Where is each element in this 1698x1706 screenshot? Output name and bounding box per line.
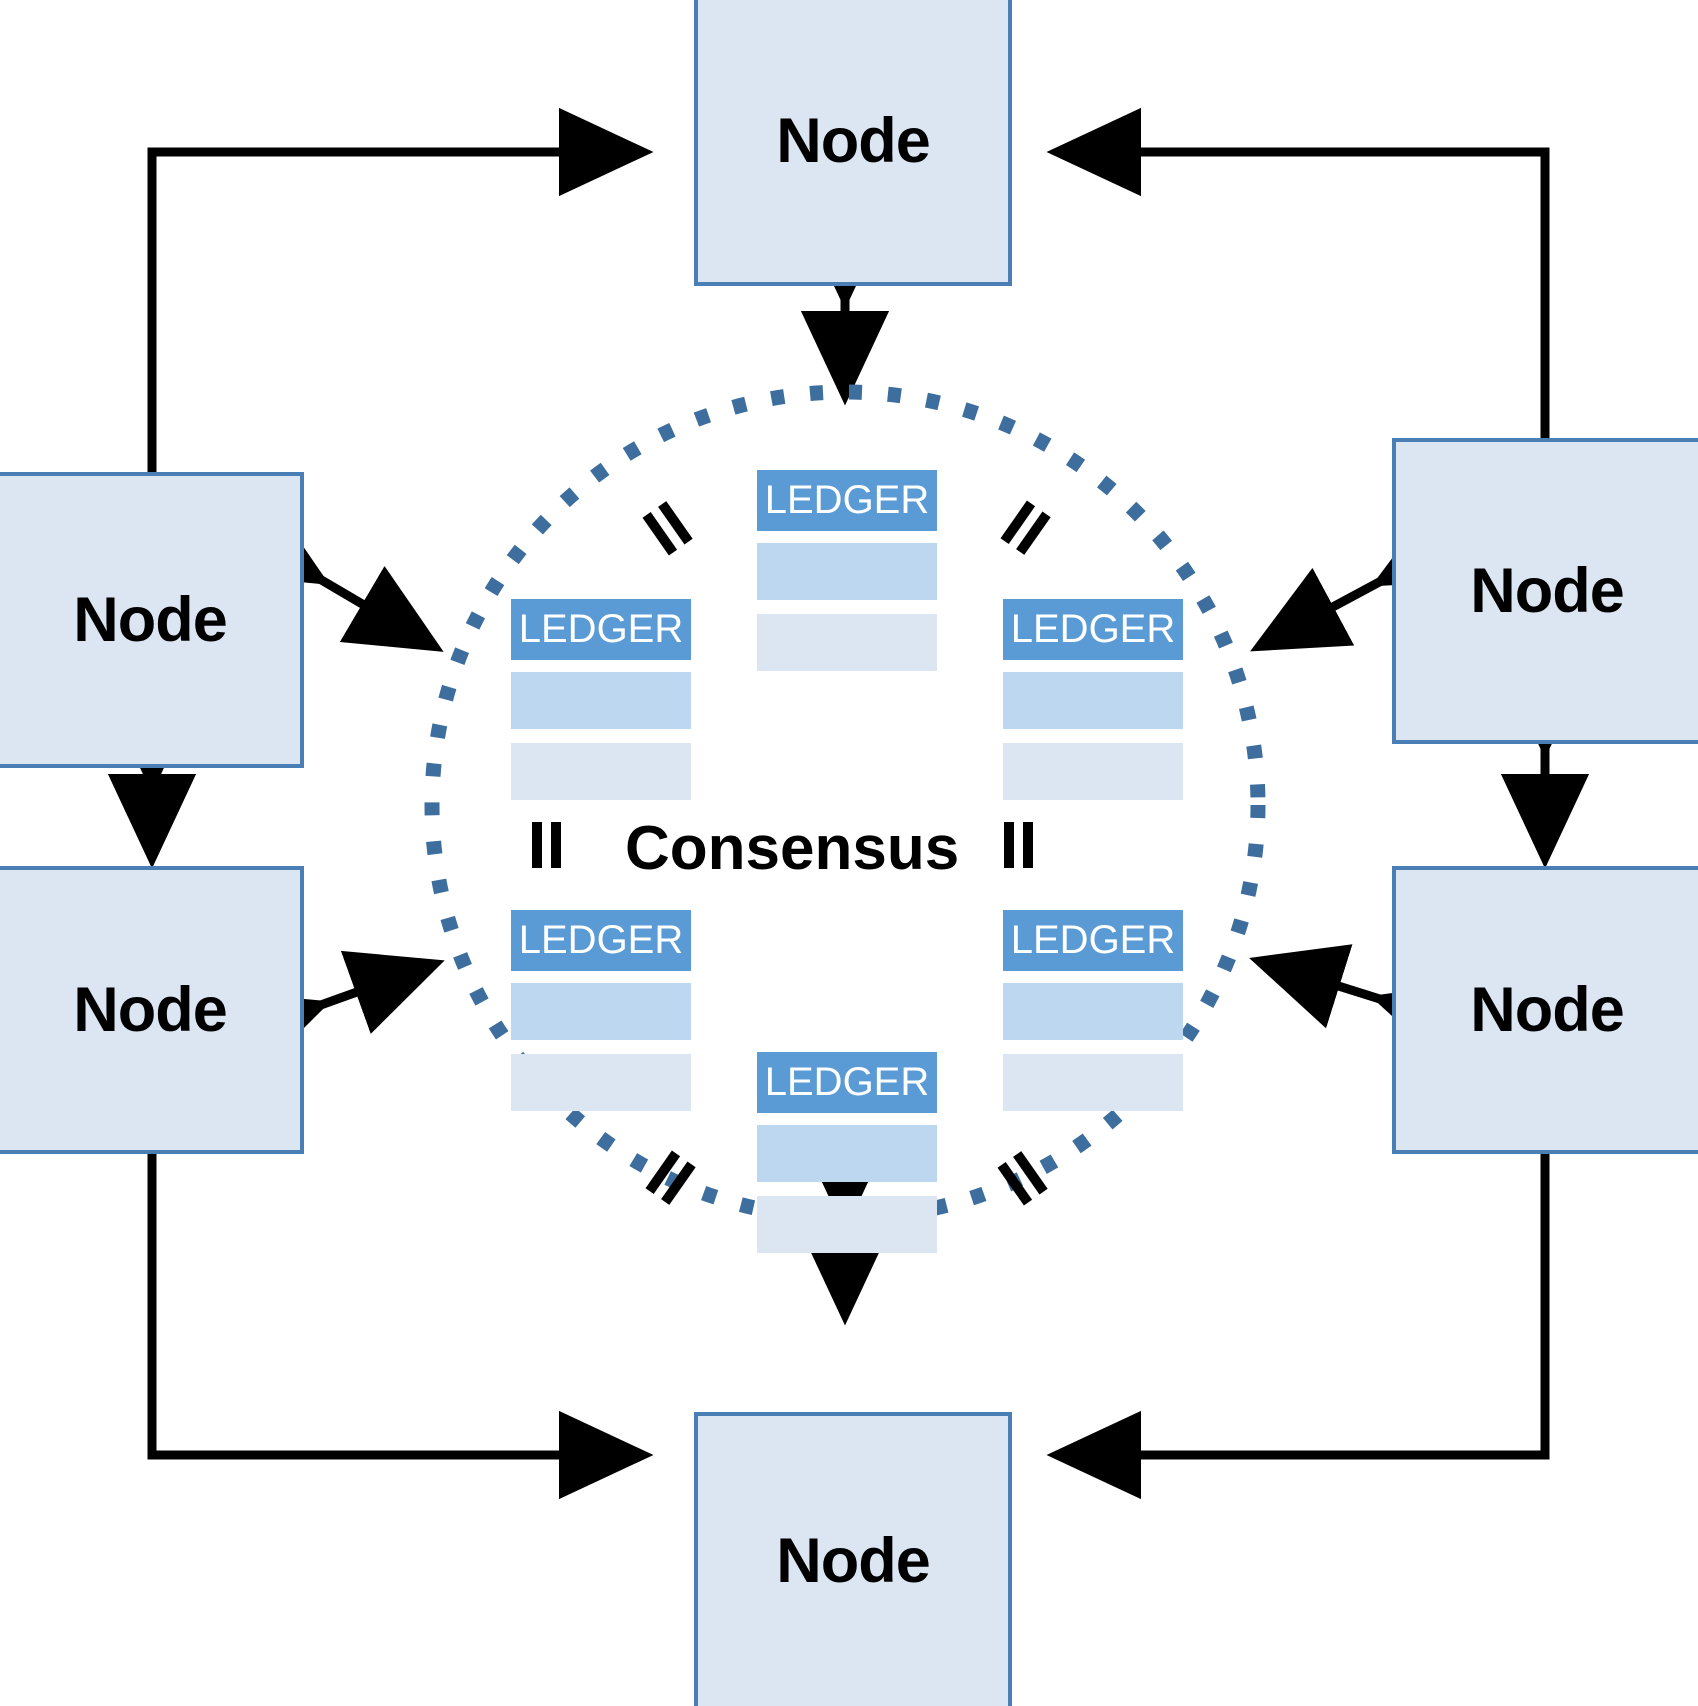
node-left-upper[interactable]: Node: [0, 472, 304, 768]
ledger-upper-left-header: LEDGER: [511, 599, 691, 660]
equals-upper-left: [636, 496, 700, 560]
node-top-label: Node: [776, 105, 930, 176]
consensus-label: Consensus: [625, 814, 960, 883]
ledger-lower-left-header: LEDGER: [511, 910, 691, 971]
ledger-upper-right-row-1: [1003, 672, 1183, 729]
node-left-upper-label: Node: [73, 584, 227, 655]
ledger-upper-left-row-2: [511, 743, 691, 800]
ledger-bottom-row-1: [757, 1125, 937, 1182]
spoke-left-lower: [226, 950, 445, 1075]
ledger-bottom-row-2: [757, 1196, 937, 1253]
ledger-upper-right-row-2: [1003, 743, 1183, 800]
ledger-top: LEDGER: [757, 470, 937, 671]
ledger-upper-right-header: LEDGER: [1003, 599, 1183, 660]
node-right-upper[interactable]: Node: [1392, 438, 1698, 744]
node-bottom-label: Node: [776, 1525, 930, 1596]
ledger-lower-right-row-1: [1003, 983, 1183, 1040]
node-left-lower[interactable]: Node: [0, 866, 304, 1154]
node-right-upper-label: Node: [1470, 555, 1624, 626]
spoke-right-lower: [1249, 944, 1474, 1067]
ledger-lower-right-row-2: [1003, 1054, 1183, 1111]
ledger-upper-left-row-1: [511, 672, 691, 729]
ledger-lower-left-row-2: [511, 1054, 691, 1111]
spoke-right-upper: [1250, 502, 1476, 652]
node-right-lower-label: Node: [1470, 974, 1624, 1045]
equals-middle-left: [524, 822, 570, 868]
ledger-bottom-header: LEDGER: [757, 1052, 937, 1113]
ledger-top-row-2: [757, 614, 937, 671]
ledger-upper-left: LEDGER: [511, 599, 691, 800]
equals-lower-right: [991, 1146, 1055, 1210]
connector-leftupper-to-top: [147, 107, 654, 475]
equals-lower-left: [639, 1146, 703, 1210]
equals-upper-right: [994, 496, 1058, 560]
ledger-lower-left: LEDGER: [511, 910, 691, 1111]
ledger-lower-left-row-1: [511, 983, 691, 1040]
ledger-top-row-1: [757, 543, 937, 600]
ledger-lower-right-header: LEDGER: [1003, 910, 1183, 971]
ledger-upper-right: LEDGER: [1003, 599, 1183, 800]
node-left-lower-label: Node: [73, 974, 227, 1045]
equals-middle-right: [996, 822, 1042, 868]
ledger-bottom: LEDGER: [757, 1052, 937, 1253]
node-right-lower[interactable]: Node: [1392, 866, 1698, 1154]
connector-leftlower-to-bottom: [147, 1148, 654, 1500]
ledger-top-header: LEDGER: [757, 470, 937, 531]
ledger-lower-right: LEDGER: [1003, 910, 1183, 1111]
node-top[interactable]: Node: [694, 0, 1012, 286]
connector-rightlower-to-bottom: [1046, 1148, 1550, 1500]
spoke-left-upper: [225, 498, 444, 652]
node-bottom[interactable]: Node: [694, 1412, 1012, 1706]
connector-top-to-rightupper: [1046, 107, 1550, 440]
